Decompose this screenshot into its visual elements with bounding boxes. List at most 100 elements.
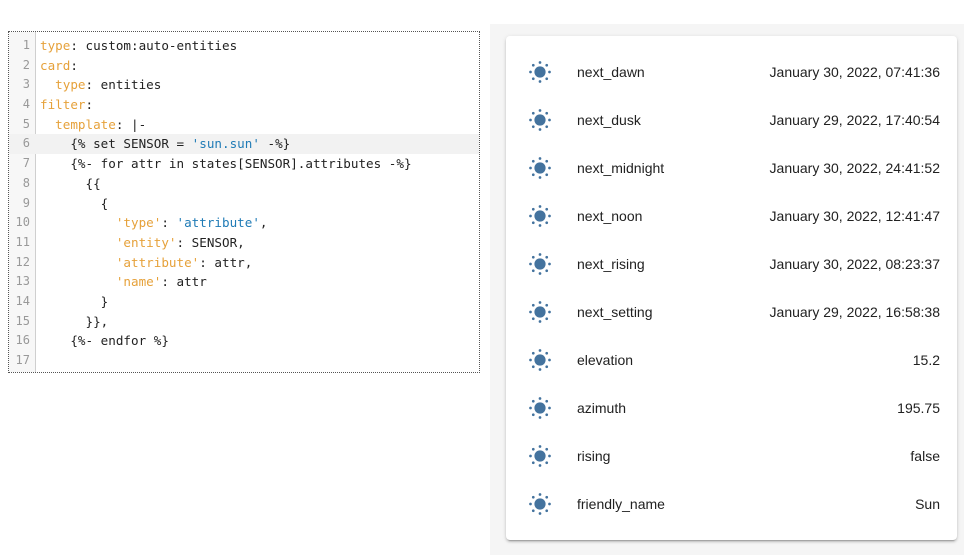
sun-icon <box>528 444 552 468</box>
line-number: 6 <box>22 136 30 151</box>
code-text: filter: <box>40 95 93 115</box>
entity-value: Sun <box>915 496 940 512</box>
code-text: 'type': 'attribute', <box>40 213 268 233</box>
code-line[interactable]: 13 'name': attr <box>9 272 479 292</box>
yaml-key-token: type <box>55 77 86 93</box>
code-line[interactable]: 1 type: custom:auto-entities <box>9 36 479 56</box>
code-line[interactable]: 17 <box>9 351 479 371</box>
code-line[interactable]: 15 }}, <box>9 312 479 332</box>
entity-row-next-dawn[interactable]: next_dawn January 30, 2022, 07:41:36 <box>506 48 957 96</box>
sun-icon <box>528 300 552 324</box>
code-token: , <box>259 215 268 231</box>
code-token: {% set SENSOR = <box>40 136 192 152</box>
code-token: : SENSOR, <box>176 234 245 250</box>
code-token: -%} <box>259 136 291 152</box>
code-text: } <box>40 292 109 312</box>
yaml-key-token: card <box>40 57 71 73</box>
code-line[interactable]: 4 filter: <box>9 95 479 115</box>
entity-row-rising[interactable]: rising false <box>506 432 957 480</box>
code-text: type: custom:auto-entities <box>40 36 237 56</box>
code-token: {%- endfor %} <box>40 333 169 349</box>
code-line[interactable]: 2 card: <box>9 56 479 76</box>
entity-value: January 29, 2022, 17:40:54 <box>769 112 940 128</box>
yaml-key-token: filter <box>40 97 86 113</box>
entity-row-next-setting[interactable]: next_setting January 29, 2022, 16:58:38 <box>506 288 957 336</box>
code-text: card: <box>40 56 78 76</box>
entity-value: January 30, 2022, 08:23:37 <box>769 256 940 272</box>
line-number: 9 <box>22 195 30 210</box>
yaml-key-token: 'attribute' <box>115 254 200 270</box>
yaml-key-token: 'type' <box>115 215 162 231</box>
line-number: 15 <box>15 313 30 328</box>
code-line[interactable]: 7 {%- for attr in states[SENSOR].attribu… <box>9 154 479 174</box>
code-line[interactable]: 14 } <box>9 292 479 312</box>
line-number: 17 <box>15 353 30 367</box>
code-line[interactable]: 16 {%- endfor %} <box>9 331 479 351</box>
string-token: 'attribute' <box>176 215 260 231</box>
code-text: 'name': attr <box>40 272 207 292</box>
line-number: 16 <box>15 333 30 348</box>
code-token <box>40 255 116 270</box>
code-text: }}, <box>40 312 108 332</box>
line-number: 11 <box>15 234 30 249</box>
line-number: 1 <box>22 38 30 52</box>
code-token: : <box>85 97 94 113</box>
entity-row-next-dusk[interactable]: next_dusk January 29, 2022, 17:40:54 <box>506 96 957 144</box>
code-line[interactable]: 9 { <box>9 194 479 214</box>
sun-icon <box>528 396 552 420</box>
yaml-key-token: 'name' <box>115 274 162 290</box>
entity-value: January 30, 2022, 24:41:52 <box>769 160 940 176</box>
entity-row-azimuth[interactable]: azimuth 195.75 <box>506 384 957 432</box>
code-line[interactable]: 3 type: entities <box>9 75 479 95</box>
code-line[interactable]: 5 template: |- <box>9 115 479 135</box>
entity-name: next_dusk <box>577 112 641 128</box>
line-number: 4 <box>22 97 30 112</box>
entity-value: false <box>910 448 940 464</box>
entity-value: January 30, 2022, 07:41:36 <box>769 64 940 80</box>
code-text: {%- for attr in states[SENSOR].attribute… <box>40 154 412 174</box>
entity-value: 195.75 <box>897 400 940 416</box>
line-number: 14 <box>15 293 30 308</box>
entity-name: next_dawn <box>577 64 645 80</box>
entity-name: azimuth <box>577 400 627 416</box>
code-text: { <box>40 194 109 214</box>
entity-value: January 29, 2022, 16:58:38 <box>769 304 940 320</box>
code-line[interactable]: 12 'attribute': attr, <box>9 253 479 273</box>
code-line[interactable]: 11 'entity': SENSOR, <box>9 233 479 253</box>
sun-icon <box>528 204 552 228</box>
sun-icon <box>528 108 552 132</box>
entity-value: January 30, 2022, 12:41:47 <box>769 208 940 224</box>
entity-name: rising <box>577 448 611 464</box>
entity-name: next_noon <box>577 208 643 224</box>
code-text: type: entities <box>40 75 161 95</box>
code-token: : entities <box>85 77 162 93</box>
code-token: {%- for attr in states[SENSOR].attribute… <box>40 156 412 172</box>
code-token <box>40 215 116 230</box>
entity-row-friendly-name[interactable]: friendly_name Sun <box>506 480 957 528</box>
code-line[interactable]: 6 {% set SENSOR = 'sun.sun' -%} <box>9 134 479 155</box>
entity-row-next-noon[interactable]: next_noon January 30, 2022, 12:41:47 <box>506 192 957 240</box>
code-token: } <box>40 293 109 309</box>
yaml-key-token: 'entity' <box>115 234 177 250</box>
code-token: : attr <box>161 274 207 290</box>
line-number: 2 <box>22 57 30 72</box>
line-number: 10 <box>15 215 30 230</box>
code-line[interactable]: 8 {{ <box>9 174 479 194</box>
string-token: 'sun.sun' <box>191 136 260 152</box>
code-line[interactable]: 10 'type': 'attribute', <box>9 213 479 233</box>
code-text: 'entity': SENSOR, <box>40 233 245 253</box>
line-number: 12 <box>15 254 30 269</box>
entity-name: friendly_name <box>577 496 665 512</box>
code-token: : |- <box>115 116 147 132</box>
line-number-gutter <box>9 32 36 372</box>
yaml-key-token: template <box>55 116 116 132</box>
entity-name: next_setting <box>577 304 653 320</box>
code-token: {{ <box>40 175 101 191</box>
code-text: {{ <box>40 174 101 194</box>
sun-icon <box>528 252 552 276</box>
